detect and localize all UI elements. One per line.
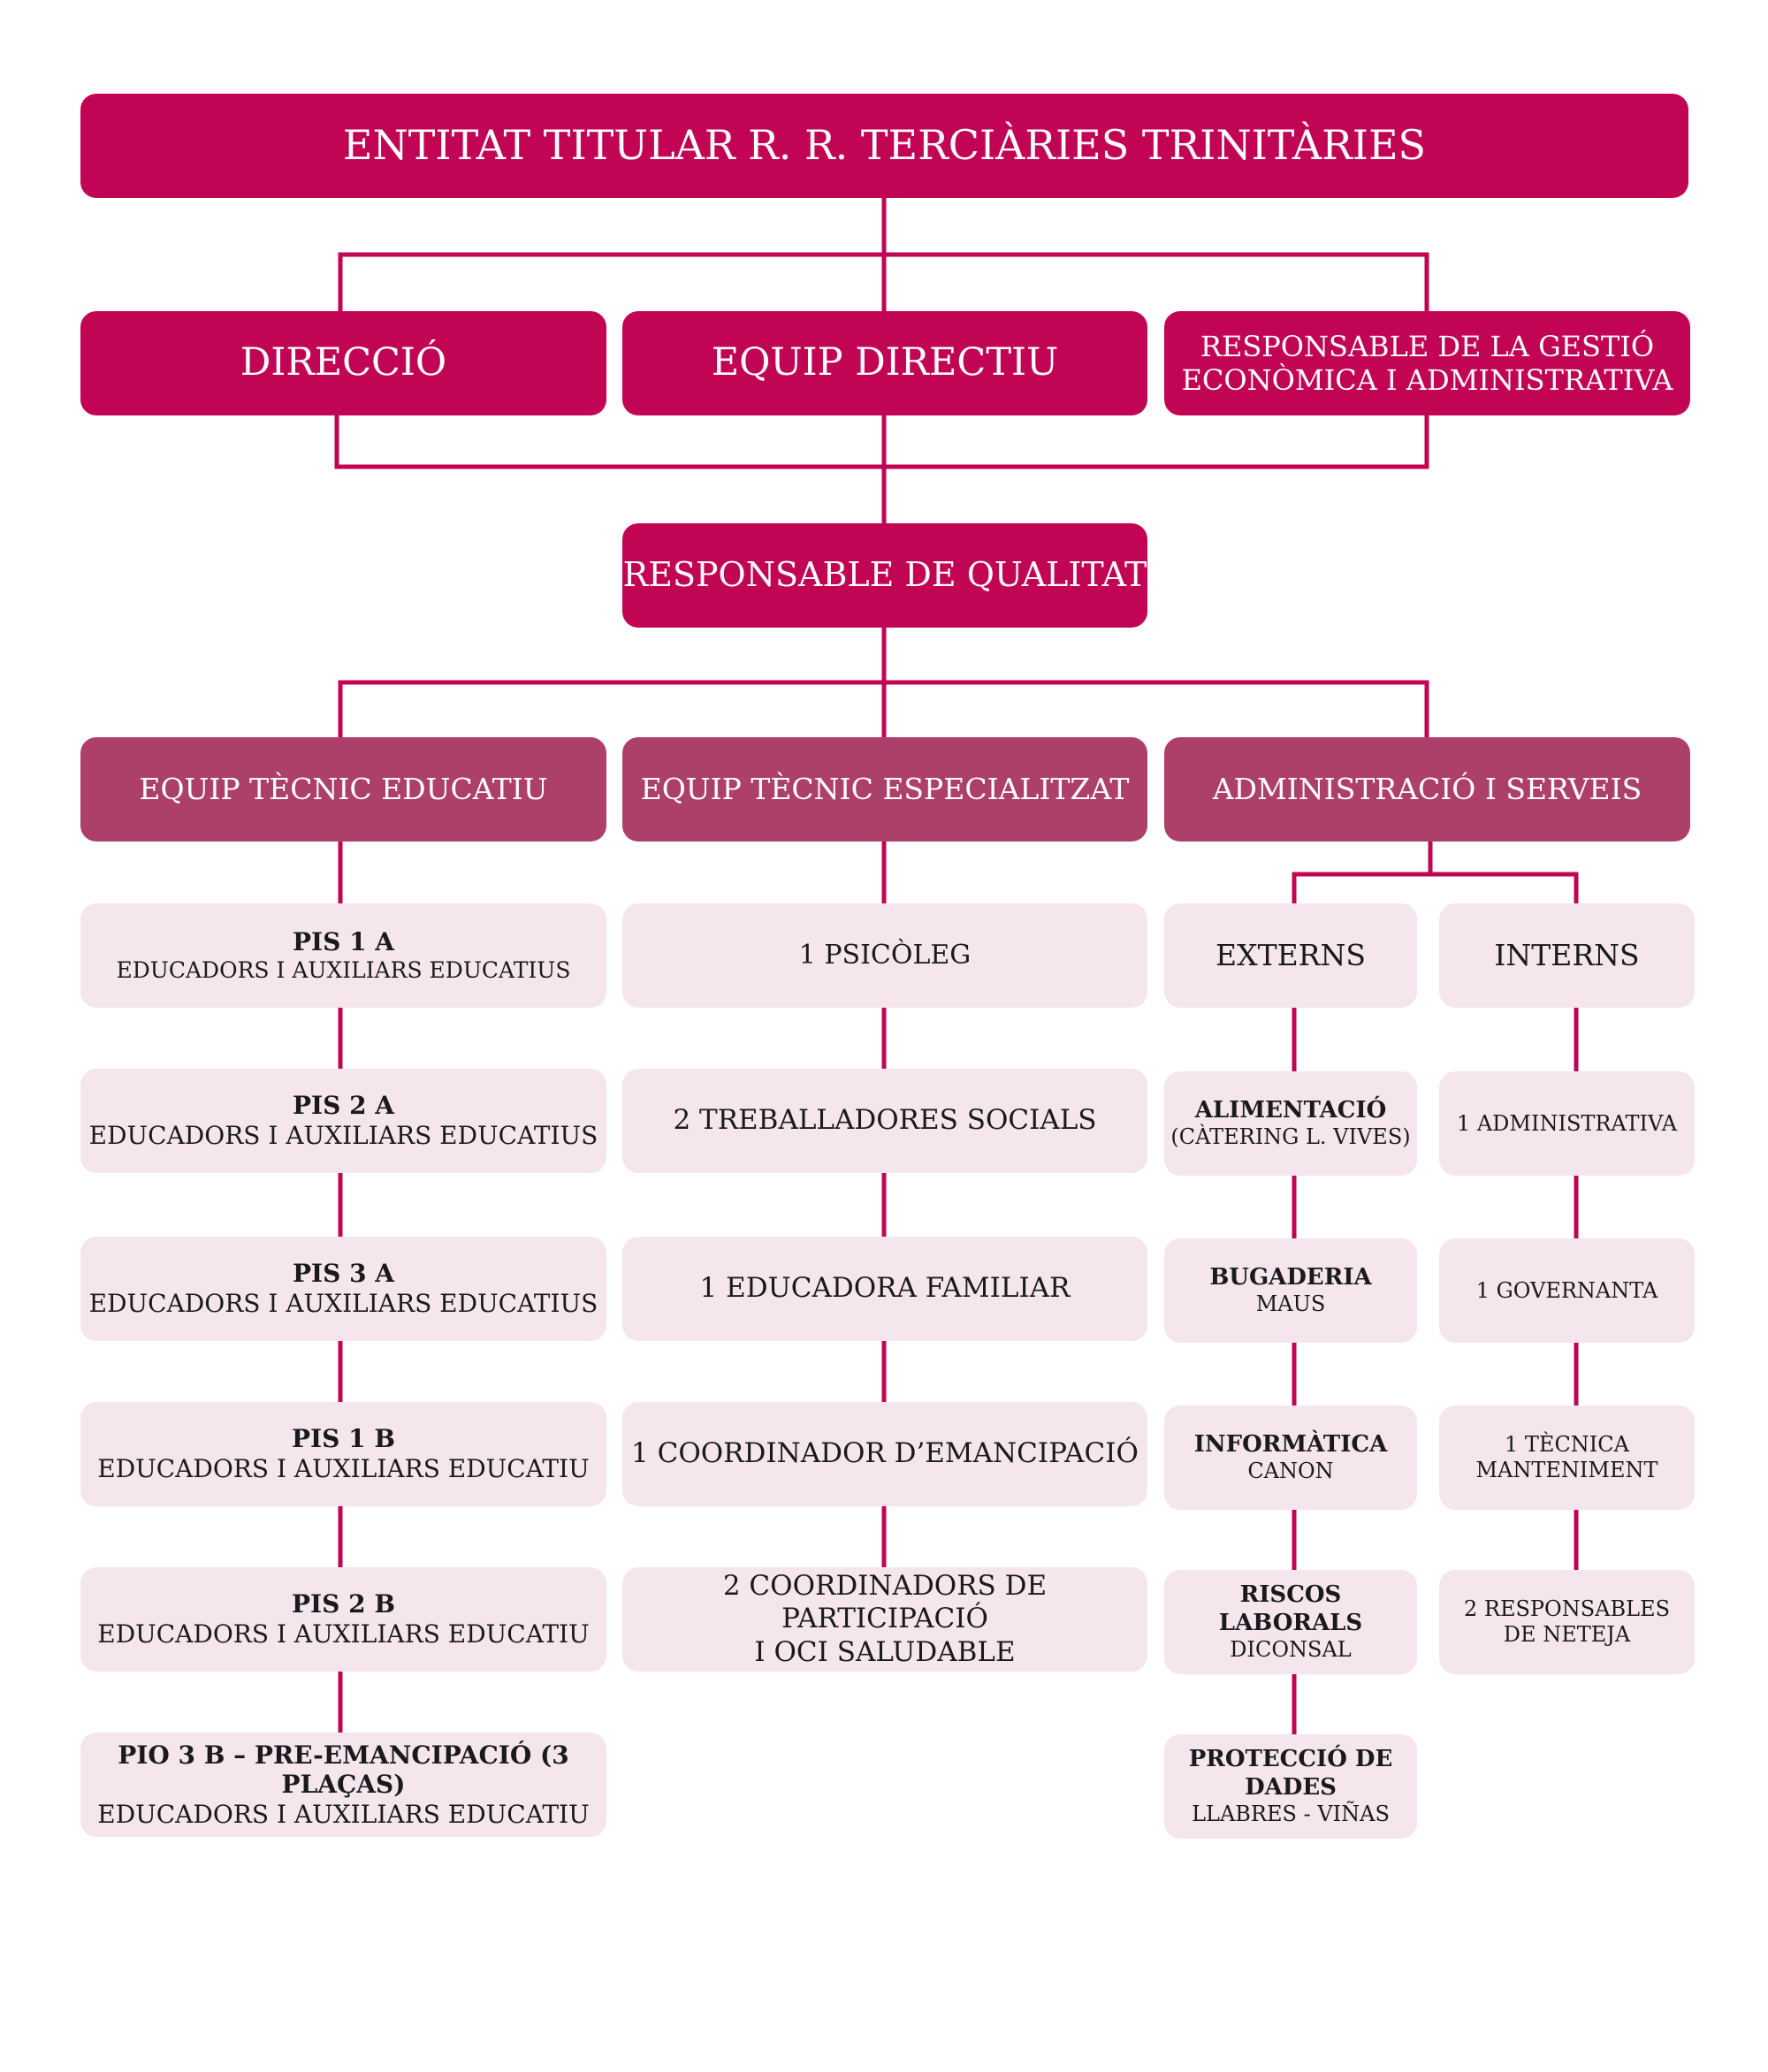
node-label-line2: I OCI SALUDABLE bbox=[754, 1635, 1016, 1668]
node-label-line2: DE NETEJA bbox=[1503, 1622, 1631, 1647]
node-label: EXTERNS bbox=[1215, 938, 1366, 973]
node-title: PIS 2 A bbox=[292, 1091, 395, 1121]
node-label-line1: 2 RESPONSABLES bbox=[1463, 1596, 1671, 1622]
node-pis-1b: PIS 1 B EDUCADORS I AUXILIARS EDUCATIU bbox=[80, 1402, 606, 1506]
node-treballadores-socials: 2 TREBALLADORES SOCIALS bbox=[622, 1069, 1147, 1173]
node-pis-1a: PIS 1 A EDUCADORS I AUXILIARS EDUCATIUS bbox=[80, 903, 606, 1008]
node-label-line2: MANTENIMENT bbox=[1475, 1458, 1658, 1482]
node-entitat-titular: ENTITAT TITULAR R. R. TERCIÀRIES TRINITÀ… bbox=[80, 94, 1688, 198]
node-title: BUGADERIA bbox=[1209, 1264, 1372, 1291]
node-label: 1 COORDINADOR D’EMANCIPACIÓ bbox=[631, 1437, 1139, 1470]
node-subtitle: EDUCADORS I AUXILIARS EDUCATIU bbox=[97, 1619, 590, 1649]
node-psicoleg: 1 PSICÒLEG bbox=[622, 903, 1147, 1008]
node-label: INTERNS bbox=[1494, 938, 1640, 973]
node-label: 2 TREBALLADORES SOCIALS bbox=[673, 1104, 1097, 1137]
node-label: 1 PSICÒLEG bbox=[798, 940, 972, 971]
node-pis-2a: PIS 2 A EDUCADORS I AUXILIARS EDUCATIUS bbox=[80, 1069, 606, 1173]
node-administrativa: 1 ADMINISTRATIVA bbox=[1439, 1071, 1695, 1176]
node-gestio-economica: RESPONSABLE DE LA GESTIÓ ECONÒMICA I ADM… bbox=[1164, 311, 1690, 415]
node-pis-3a: PIS 3 A EDUCADORS I AUXILIARS EDUCATIUS bbox=[80, 1237, 606, 1341]
node-label-line1: 1 TÈCNICA bbox=[1505, 1432, 1629, 1458]
node-title: PIS 1 A bbox=[292, 927, 395, 957]
node-subtitle: EDUCADORS I AUXILIARS EDUCATIUS bbox=[88, 1121, 598, 1150]
node-responsable-qualitat: RESPONSABLE DE QUALITAT bbox=[622, 523, 1147, 628]
node-label: ADMINISTRACIÓ I SERVEIS bbox=[1212, 772, 1642, 807]
node-interns: INTERNS bbox=[1439, 903, 1695, 1008]
node-label: ENTITAT TITULAR R. R. TERCIÀRIES TRINITÀ… bbox=[342, 121, 1427, 170]
node-equip-tecnic-educatiu: EQUIP TÈCNIC EDUCATIU bbox=[80, 737, 606, 842]
node-educadora-familiar: 1 EDUCADORA FAMILIAR bbox=[622, 1237, 1147, 1341]
node-label: RESPONSABLE DE QUALITAT bbox=[622, 555, 1147, 595]
node-equip-tecnic-especialitzat: EQUIP TÈCNIC ESPECIALITZAT bbox=[622, 737, 1147, 842]
node-title: INFORMÀTICA bbox=[1193, 1431, 1388, 1458]
node-coordinadors-participacio: 2 COORDINADORS DE PARTICIPACIÓ I OCI SAL… bbox=[622, 1567, 1147, 1672]
node-equip-directiu: EQUIP DIRECTIU bbox=[622, 311, 1147, 415]
node-administracio-serveis: ADMINISTRACIÓ I SERVEIS bbox=[1164, 737, 1690, 842]
node-tecnica-manteniment: 1 TÈCNICA MANTENIMENT bbox=[1439, 1405, 1695, 1510]
node-responsables-neteja: 2 RESPONSABLES DE NETEJA bbox=[1439, 1570, 1695, 1674]
node-pis-2b: PIS 2 B EDUCADORS I AUXILIARS EDUCATIU bbox=[80, 1567, 606, 1672]
node-label-line2: ECONÒMICA I ADMINISTRATIVA bbox=[1181, 363, 1673, 397]
node-subtitle: CANON bbox=[1247, 1459, 1334, 1484]
node-subtitle: MAUS bbox=[1255, 1291, 1326, 1317]
node-governanta: 1 GOVERNANTA bbox=[1439, 1238, 1695, 1343]
node-direccio: DIRECCIÓ bbox=[80, 311, 606, 415]
node-subtitle: EDUCADORS I AUXILIARS EDUCATIUS bbox=[116, 956, 571, 983]
node-label-line1: 2 COORDINADORS DE PARTICIPACIÓ bbox=[722, 1570, 1048, 1635]
node-title: ALIMENTACIÓ bbox=[1194, 1097, 1387, 1124]
node-subtitle: (CÀTERING L. VIVES) bbox=[1170, 1124, 1411, 1150]
node-riscos-laborals: RISCOS LABORALS DICONSAL bbox=[1164, 1570, 1417, 1674]
node-label: 1 EDUCADORA FAMILIAR bbox=[699, 1272, 1071, 1305]
node-label: DIRECCIÓ bbox=[240, 340, 447, 385]
node-label-line1: RESPONSABLE DE LA GESTIÓ bbox=[1200, 329, 1655, 363]
node-subtitle: EDUCADORS I AUXILIARS EDUCATIU bbox=[97, 1454, 590, 1483]
node-label: 1 GOVERNANTA bbox=[1475, 1277, 1658, 1303]
node-externs: EXTERNS bbox=[1164, 903, 1417, 1008]
node-alimentacio: ALIMENTACIÓ (CÀTERING L. VIVES) bbox=[1164, 1071, 1417, 1176]
node-title: PIS 1 B bbox=[291, 1424, 396, 1454]
node-subtitle: EDUCADORS I AUXILIARS EDUCATIU bbox=[97, 1799, 590, 1829]
connector-line bbox=[1292, 842, 1433, 903]
node-title: PROTECCIÓ DE DADES bbox=[1188, 1746, 1393, 1801]
connector-line bbox=[1430, 872, 1579, 903]
node-title: PIO 3 B – PRE-EMANCIPACIÓ (3 PLAÇAS) bbox=[118, 1740, 569, 1800]
connector-line bbox=[338, 252, 1429, 311]
connector-line bbox=[338, 680, 1429, 737]
node-title: RISCOS LABORALS bbox=[1218, 1581, 1363, 1636]
node-pio-3b: PIO 3 B – PRE-EMANCIPACIÓ (3 PLAÇAS) EDU… bbox=[80, 1733, 606, 1837]
node-informatica: INFORMÀTICA CANON bbox=[1164, 1405, 1417, 1510]
node-label: EQUIP TÈCNIC EDUCATIU bbox=[139, 772, 548, 807]
node-label: EQUIP TÈCNIC ESPECIALITZAT bbox=[640, 772, 1130, 807]
node-subtitle: EDUCADORS I AUXILIARS EDUCATIUS bbox=[88, 1289, 598, 1318]
node-title: PIS 2 B bbox=[291, 1589, 396, 1619]
node-title: PIS 3 A bbox=[292, 1259, 395, 1289]
node-label: 1 ADMINISTRATIVA bbox=[1456, 1110, 1678, 1136]
node-subtitle: LLABRES - VIÑAS bbox=[1192, 1801, 1390, 1826]
node-proteccio-dades: PROTECCIÓ DE DADES LLABRES - VIÑAS bbox=[1164, 1734, 1417, 1839]
node-subtitle: DICONSAL bbox=[1230, 1636, 1352, 1662]
node-label: EQUIP DIRECTIU bbox=[711, 340, 1059, 385]
node-bugaderia: BUGADERIA MAUS bbox=[1164, 1238, 1417, 1343]
node-coordinador-emancipacio: 1 COORDINADOR D’EMANCIPACIÓ bbox=[622, 1402, 1147, 1506]
